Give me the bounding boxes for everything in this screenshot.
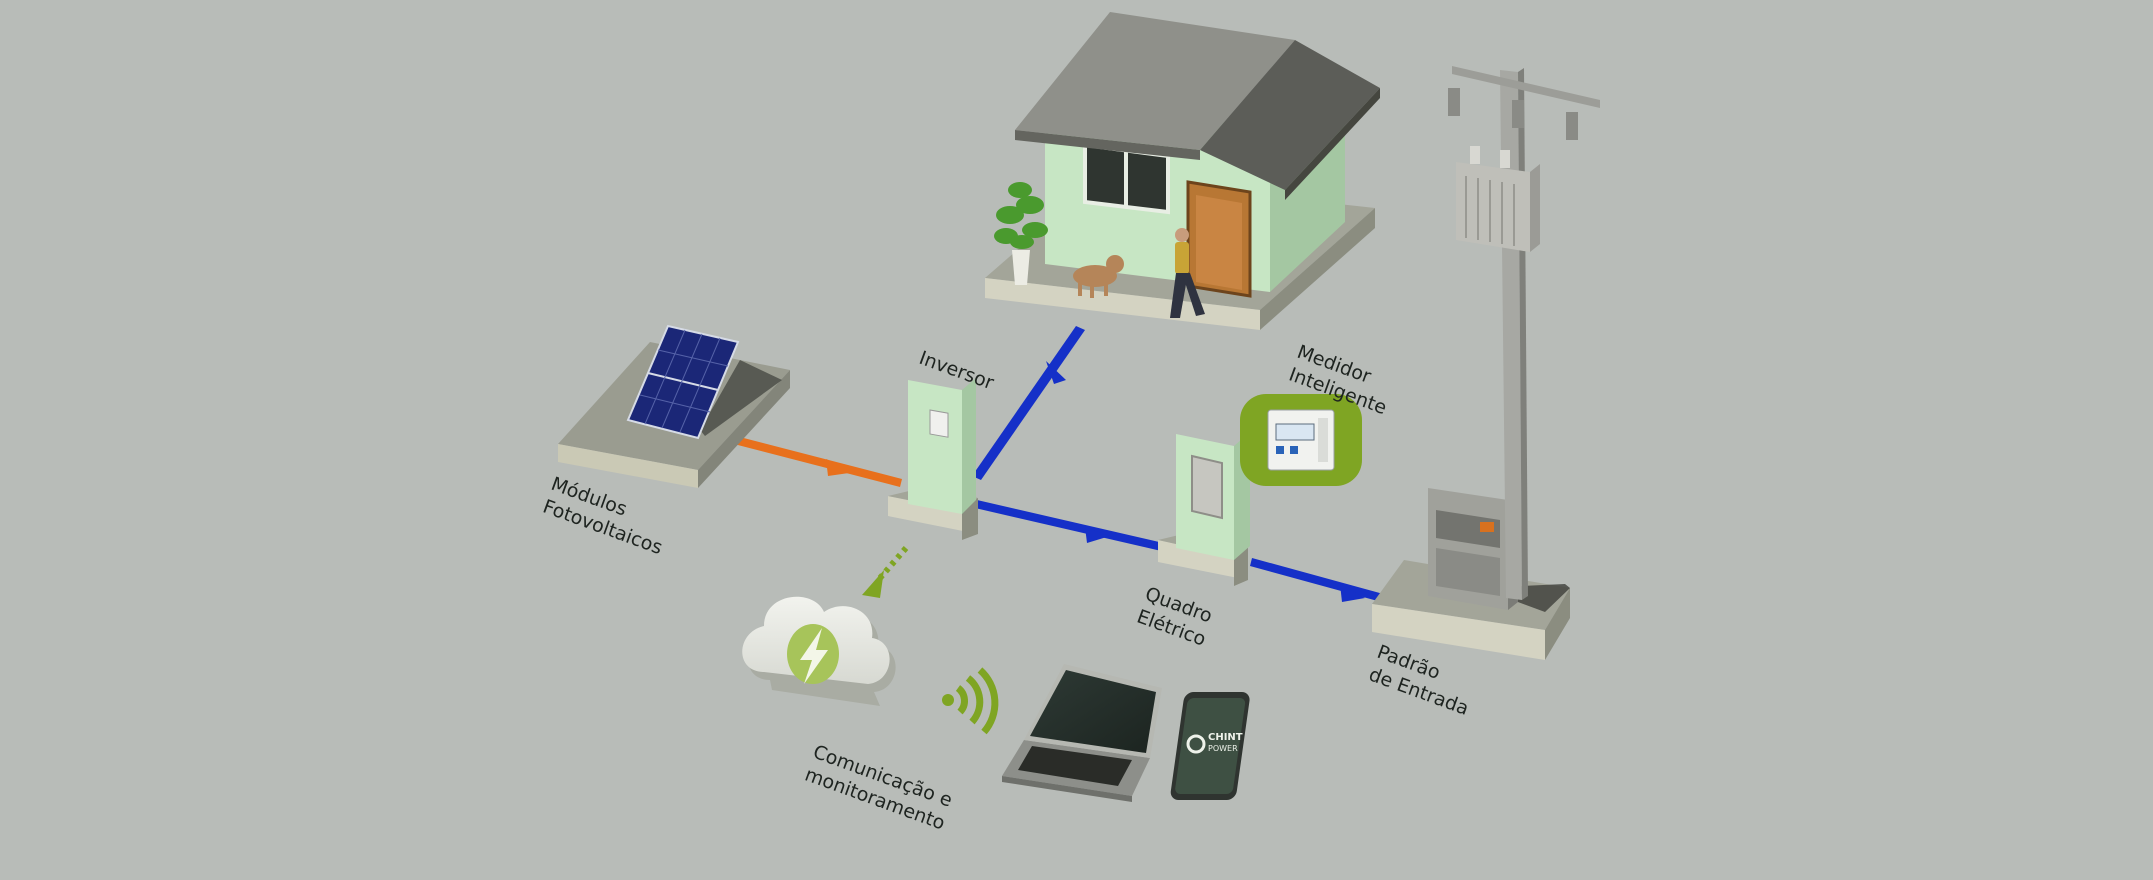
person [1170,228,1205,318]
ac-cable-to-entry [1250,558,1387,603]
ac-cable-to-house [972,326,1085,480]
smart-meter [1240,394,1362,486]
data-link-arrow [862,546,909,598]
phone-brand-line2: POWER [1208,744,1238,753]
dc-cable [730,435,902,487]
house [985,12,1380,330]
solar-modules [558,324,790,488]
wifi-signal-icon [942,667,999,735]
entry-standard [1372,488,1570,660]
inverter [888,378,978,540]
phone-brand-line1: CHINT [1208,732,1243,743]
plant-pot [1012,250,1030,285]
cloud-monitoring [742,596,896,706]
ac-cable-to-panel [975,500,1172,553]
dog [1073,255,1124,298]
utility-pole [1448,66,1600,600]
brand-logo [1186,734,1206,754]
laptop [1002,664,1162,802]
electrical-panel [1158,432,1250,586]
plant [994,182,1048,249]
smartphone: CHINT POWER [1170,692,1250,800]
